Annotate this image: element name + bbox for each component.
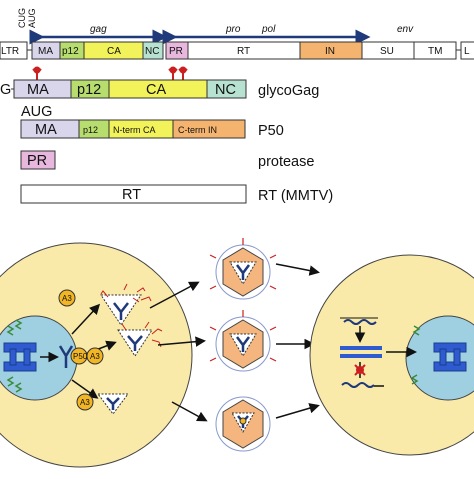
p50-label: P50 [258,123,284,139]
hypermutated-dna [341,382,375,388]
segment-ma-label: MA [38,46,53,57]
segment-tm-label: TM [428,46,442,57]
protease-pr-label: PR [27,153,47,169]
target-membrane-marks [410,325,421,385]
a3-protein-mid: A3 [86,347,104,365]
segment-pr-label: PR [169,46,183,57]
glycogag-p12-label: p12 [77,82,101,98]
producer-cell: A3 P50 A3 A3 [0,242,208,468]
glycogag-ca-label: CA [146,82,166,98]
pro-label: pro [225,24,241,35]
target-provirus-icon [433,342,467,372]
segment-nc-label: NC [145,46,159,57]
glycogag-ma-label: MA [27,82,49,98]
segment-nc [142,41,164,60]
rt-box-label: RT [122,187,141,203]
ltr-left-label: LTR [1,46,19,57]
p50-protein: P50 [70,347,88,365]
assembly-complex-top [100,283,152,326]
glycogag-label: glycoGag [258,83,319,99]
provirus-icon [3,342,37,372]
rna-dimer-icon [58,345,74,368]
ltr-right-label: L [464,46,470,57]
nuclear-membrane-marks [6,319,23,393]
svg-text:A3: A3 [80,398,90,407]
segment-in-label: IN [325,46,335,57]
env-label: env [397,24,414,35]
p50-nterm-ca-label: N-term CA [113,125,156,135]
protease-pr [20,150,56,170]
segment-rt-label: RT [237,46,250,57]
virions [209,238,320,452]
p50-cterm-in-label: C-term IN [178,125,217,135]
a3-protein-bottom: A3 [76,393,94,411]
rt-label: RT (MMTV) [258,188,333,204]
virion-mid [209,310,277,372]
glycosylation-markers [32,66,188,80]
assembly-complex-bottom [97,393,129,415]
svg-text:A3: A3 [62,294,72,303]
target-cell [309,254,474,456]
rt-box [20,184,247,204]
p50-aug-label: AUG [21,104,52,120]
p50-cterm-in [172,119,246,139]
segment-ca-label: CA [107,46,121,57]
a3-protein-top: A3 [58,289,76,307]
protease-label: protease [258,154,314,170]
dsdna-icon [340,346,382,350]
virion-bottom [215,396,271,452]
rna-strand [343,319,377,325]
genome-map: CUG AUG gag pro pol env LTR MA p12 CA NC… [0,8,474,60]
glycogag-nc-label: NC [215,82,236,98]
glycogag-prefix: G [0,82,11,98]
assembly-complex-mid [117,321,163,357]
segment-su-label: SU [380,46,394,57]
target-cell-body [309,254,474,456]
p50-ma-label: MA [35,122,57,138]
products: G MA p12 CA NC glycoGag AUG MA p12 N-ter… [0,66,333,204]
svg-text:P50: P50 [73,352,88,361]
svg-text:A3: A3 [90,352,100,361]
segment-p12-label: p12 [62,46,79,57]
p50-p12-label: p12 [83,125,98,135]
virion-top [209,238,277,300]
cug-label: CUG [17,8,27,28]
aug-label: AUG [27,8,37,28]
glycogag-nc [206,79,247,99]
gag-label: gag [90,24,107,35]
pol-label: pol [261,24,276,35]
